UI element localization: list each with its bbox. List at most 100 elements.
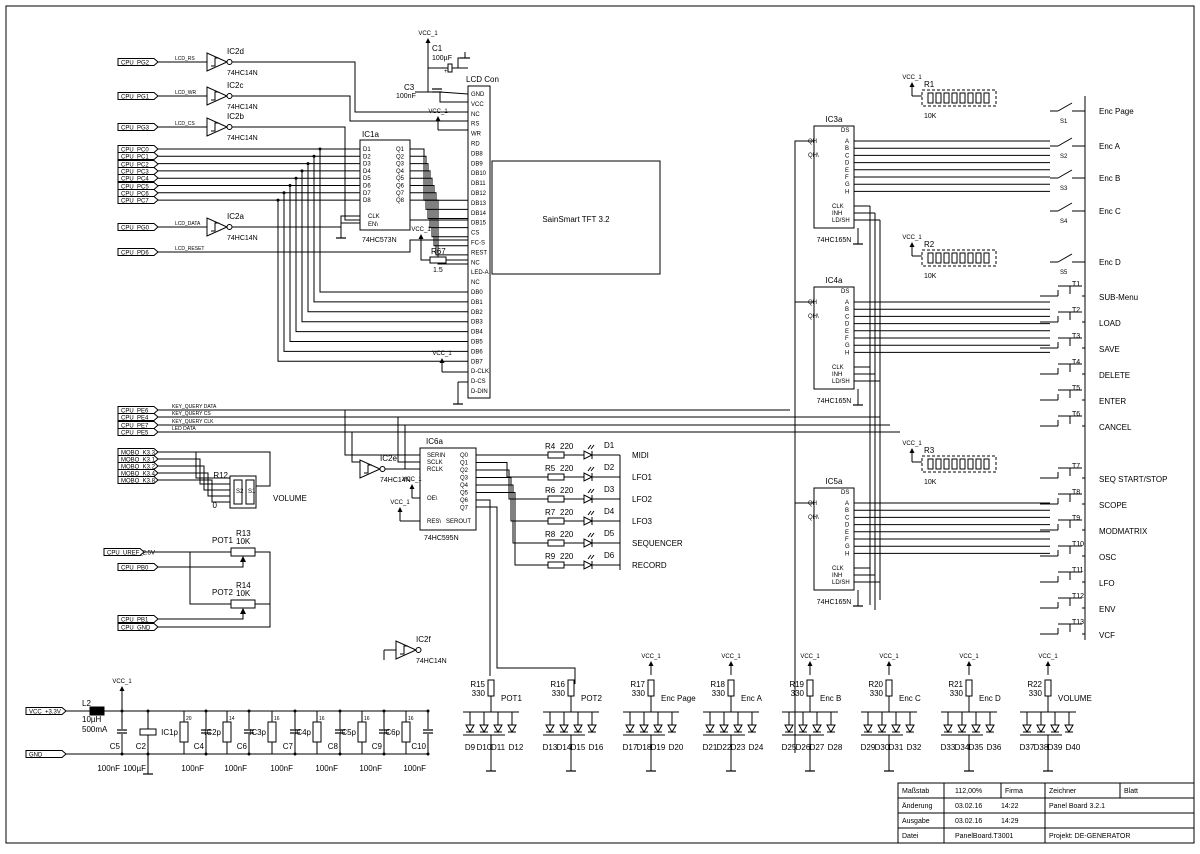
db-low-wire [295, 178, 468, 333]
led-group-1-d14-ref: D14 [557, 743, 572, 752]
led-d6-ref: D6 [604, 551, 615, 560]
ic4a-qh-wire [794, 301, 814, 552]
vcc-arrow [966, 661, 972, 666]
junction-dot [247, 709, 251, 713]
led-group-0-resistor [487, 679, 495, 697]
ic1a-pin-D1: D1 [363, 147, 371, 153]
pot-pot2-r-name: R14 [236, 581, 251, 590]
led-d3-label: LFO2 [632, 495, 653, 504]
switch-s2-blade [1057, 137, 1073, 147]
port-cpu-pc1 [117, 152, 159, 160]
db-low-wire [289, 185, 468, 342]
ic5a-qh: QH [808, 501, 817, 507]
led-d5-label: SEQUENCER [632, 539, 683, 548]
icp-label-ic1p: IC1p [161, 728, 178, 737]
ic1a-en-wire [340, 222, 360, 232]
led-group-7-resistor [1044, 679, 1052, 697]
switch-s5-blade [1057, 253, 1073, 263]
r3-value: 10K [924, 479, 937, 486]
led-group-3-name: Enc A [741, 694, 763, 703]
r12-value: 0 [213, 501, 218, 510]
switch-s1-blade [1057, 102, 1073, 112]
port-cpu-pe6 [117, 406, 159, 414]
r67-body [429, 256, 447, 264]
tb-datei-label: Datei [902, 833, 919, 840]
vcc-arrow [648, 661, 654, 666]
junction-dot [146, 752, 150, 756]
led-group-3-d24-ref: D24 [749, 743, 764, 752]
vcc-arrow [909, 448, 915, 453]
led-group-4-d26-body [798, 724, 808, 734]
ic1a-pin-Q2: Q2 [396, 154, 405, 160]
cap-c8-name: C8 [328, 742, 339, 751]
led-group-6-d36-body [985, 724, 995, 734]
vol-s1: S1 [248, 489, 256, 495]
icp-label-ic5p: IC5p [339, 728, 356, 737]
ic1a-out-wire [410, 192, 468, 256]
led-group-1-d16-ref: D16 [589, 743, 604, 752]
led-d4-r-name: R7 [545, 508, 556, 517]
vcc-arrow [1045, 661, 1051, 666]
led-d5-rays [587, 532, 595, 538]
led-group-7-vcc: VCC_1 [1038, 654, 1058, 660]
inverter-ic2f-hysteresis [400, 645, 408, 655]
junction-dot [338, 709, 342, 713]
button-t1-ref: T1 [1072, 281, 1080, 288]
db-low-wire [319, 149, 468, 293]
l2-current: 500mA [82, 725, 108, 734]
ic5a-ld: LD/SH [832, 580, 850, 586]
junction-dot [312, 154, 316, 158]
vcc-r3: VCC_1 [902, 441, 922, 447]
lcd-pin-8: DB10 [471, 171, 487, 177]
r67-value: 1.5 [433, 267, 443, 274]
db-low-wire [283, 192, 468, 352]
button-t10-label: OSC [1099, 553, 1117, 562]
ic6a-pin-Q7: Q7 [460, 506, 469, 512]
port-mobo-k3-3-label: MOBO_K3.3 [121, 451, 156, 457]
ic4a-pin-H: H [845, 350, 849, 356]
port-cpu-pb1 [117, 615, 159, 623]
junction-dot [146, 709, 150, 713]
inverter-ic2a-hysteresis [211, 222, 219, 232]
c1-value: 100µF [432, 55, 452, 62]
led-group-0-name: POT1 [501, 694, 522, 703]
inverter-ic2b-bubble [226, 124, 233, 130]
port-cpu-pc1-label: CPU_PC1 [121, 155, 149, 161]
button-t7-ref: T7 [1072, 463, 1080, 470]
net-lcd-reset: LCD_RESET [175, 246, 204, 252]
reset-wire [158, 239, 468, 253]
led-group-2-name: Enc Page [661, 694, 696, 703]
led-group-7-d39-body [1050, 724, 1060, 734]
button-t1-label: SUB-Menu [1099, 293, 1138, 302]
tb-aenderung-time: 14:22 [1001, 803, 1019, 810]
r1-element [967, 92, 974, 104]
led-group-1-d16-body [587, 724, 597, 734]
led-d1-label: MIDI [632, 451, 649, 460]
button-t2-ref: T2 [1072, 307, 1080, 314]
mobo-wire [158, 458, 230, 485]
r3-outline [921, 455, 997, 473]
port-mobo-k3-4 [117, 469, 159, 477]
ic1a-out-wire [410, 199, 468, 265]
pot1-wiper-wire [158, 562, 244, 568]
ic3a-ld: LD/SH [832, 218, 850, 224]
ic3a-pin-E: E [845, 168, 849, 174]
inverter-ic2c-bubble [226, 93, 233, 99]
ic4a-ld: LD/SH [832, 379, 850, 385]
inv-e-in [158, 431, 360, 463]
led-group-2-resistor [647, 679, 655, 697]
pot-pot1-name: POT1 [212, 536, 233, 545]
cap-c9-value: 100nF [359, 764, 382, 773]
ic3a-pin-F: F [845, 175, 849, 181]
r1-name: R1 [924, 80, 935, 89]
led-group-0-d11-ref: D11 [491, 743, 506, 752]
db-low-wire [277, 200, 468, 362]
ic1a-pin-D2: D2 [363, 154, 371, 160]
led-group-5-d32-ref: D32 [907, 743, 922, 752]
lcd-pin-3: RS [471, 122, 479, 128]
tb-ausgabe-date: 03.02.16 [955, 818, 982, 825]
port-cpu-pc3-label: CPU_PC3 [121, 170, 149, 176]
icp-ic4p [312, 721, 322, 743]
led-d4-body [583, 516, 594, 526]
led-group-0-d11-body [493, 724, 503, 734]
